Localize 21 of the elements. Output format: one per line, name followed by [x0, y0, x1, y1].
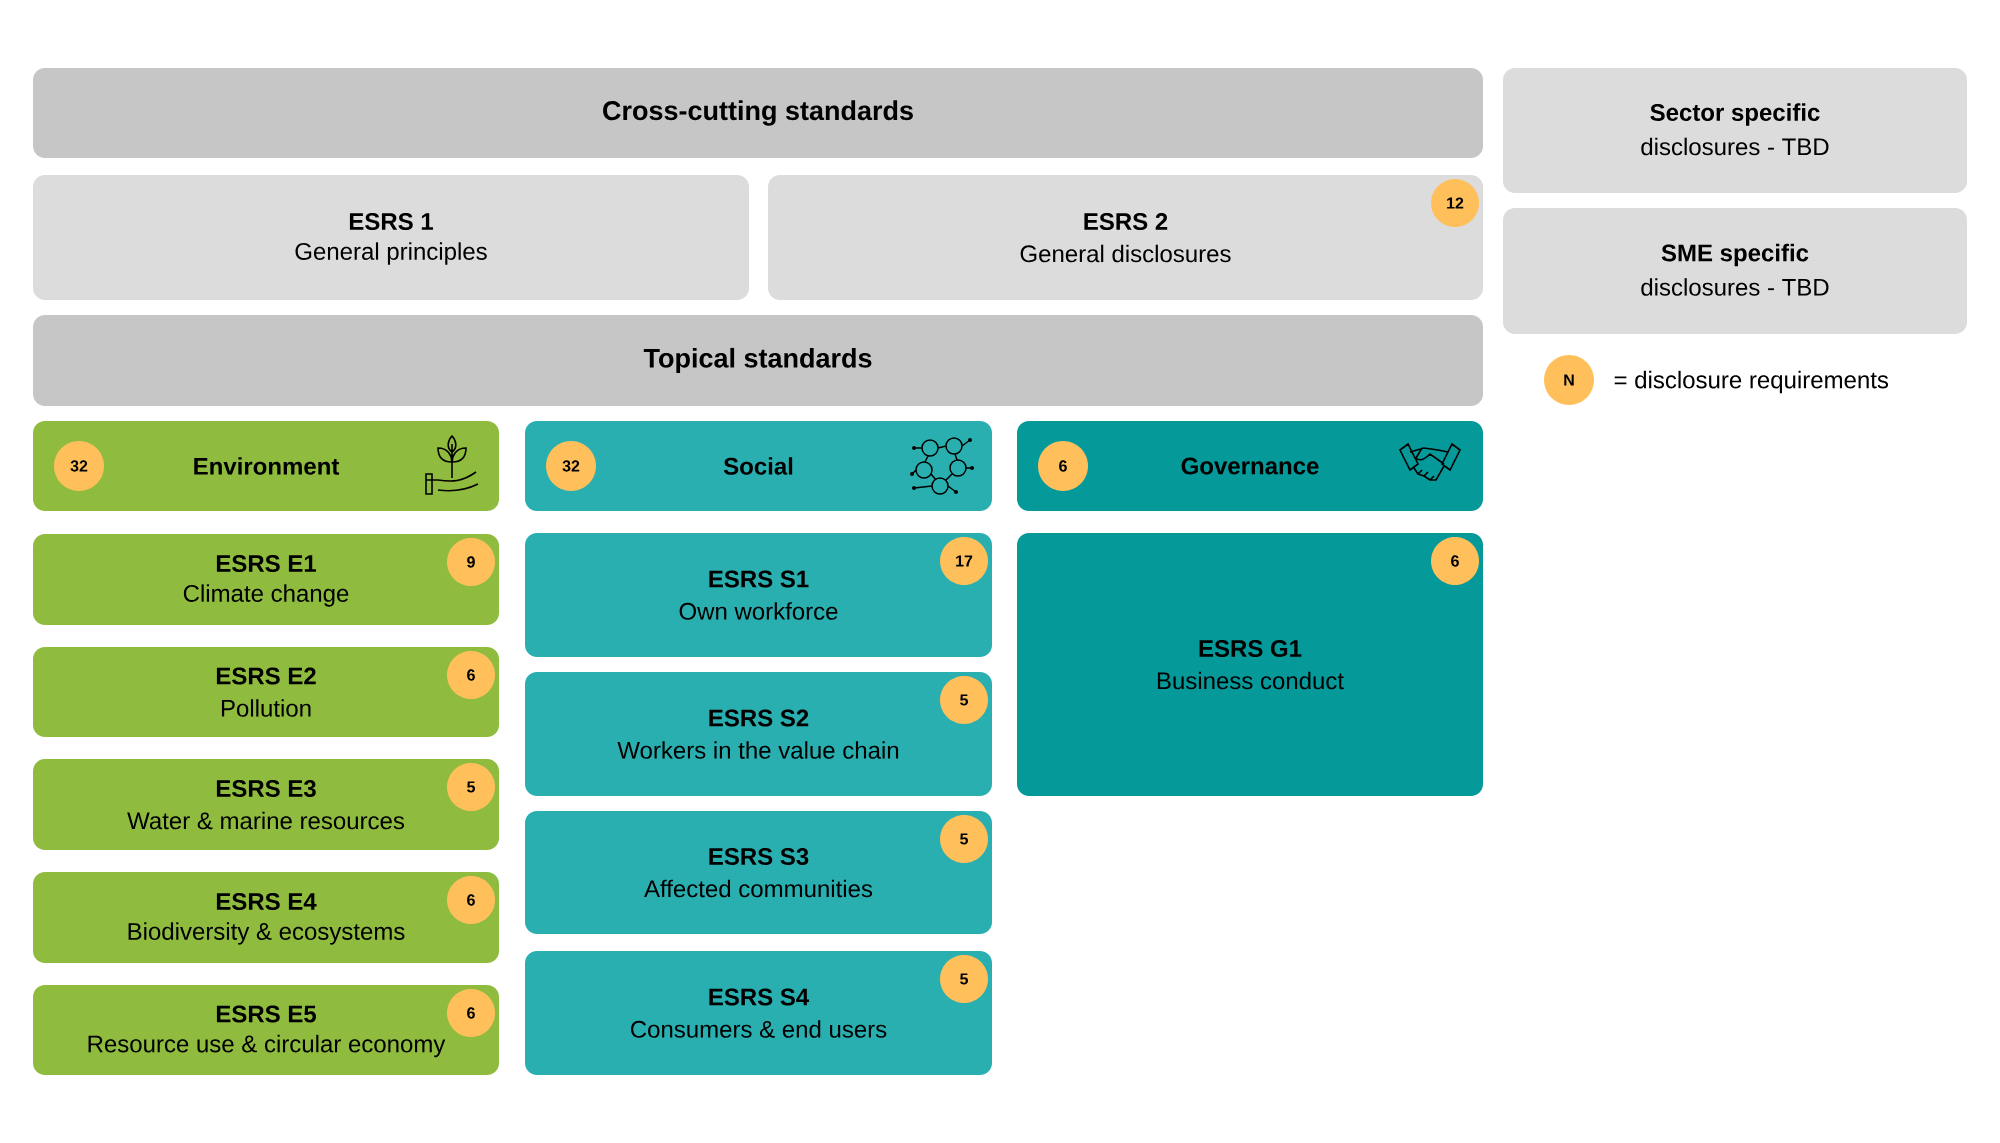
- count-badge: N: [1544, 355, 1594, 405]
- count-badge: 5: [940, 955, 988, 1003]
- count-badge: 6: [1431, 537, 1479, 585]
- standard-band: Cross-cutting standards: [33, 68, 1483, 158]
- count-badge: 6: [447, 989, 495, 1037]
- count-badge: 6: [1038, 441, 1088, 491]
- count-badge: 5: [940, 676, 988, 724]
- standard-box: Sector specific disclosures - TBD: [1503, 68, 1967, 193]
- count-badge: 12: [1431, 179, 1479, 227]
- standard-band: Topical standards: [33, 315, 1483, 406]
- standard-box: SME specific disclosures - TBD: [1503, 208, 1967, 334]
- count-badge: 6: [447, 876, 495, 924]
- standard-box: ESRS 1 General principles: [33, 175, 749, 300]
- count-badge: 5: [447, 763, 495, 811]
- count-badge: 32: [54, 441, 104, 491]
- legend-text: = disclosure requirements: [1614, 370, 1889, 394]
- count-badge: 6: [447, 651, 495, 699]
- count-badge: 9: [447, 538, 495, 586]
- count-badge: 32: [546, 441, 596, 491]
- count-badge: 17: [940, 537, 988, 585]
- count-badge: 5: [940, 815, 988, 863]
